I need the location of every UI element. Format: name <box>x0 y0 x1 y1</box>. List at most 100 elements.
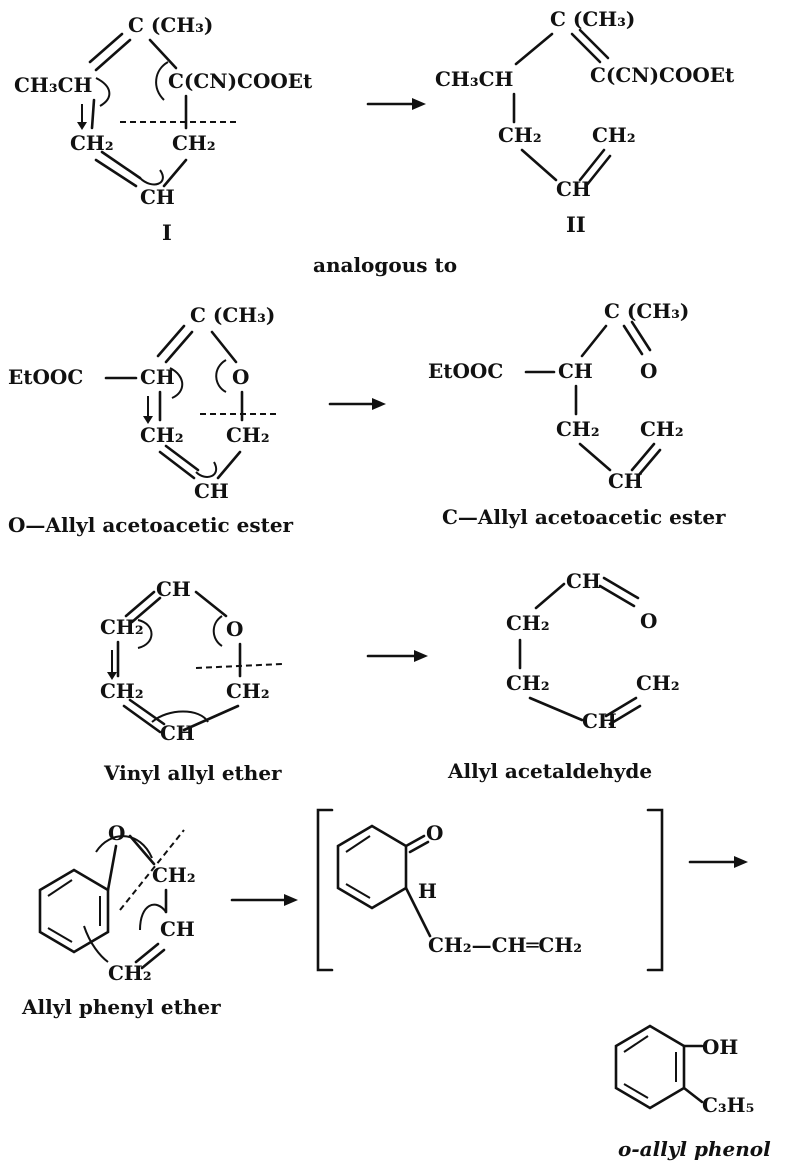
ch2-b: CH₂ <box>506 671 550 695</box>
c-allyl-acetoacetic-ester: C (CH₃) EtOOC CH O CH₂ CH₂ CH C—Allyl ac… <box>428 299 726 529</box>
compound-II: C (CH₃) CH₃CH C(CN)COOEt CH₂ CH₂ CH II <box>435 7 735 237</box>
curly-arrow-1 <box>137 619 153 649</box>
etooc-group: EtOOC <box>8 365 83 389</box>
bond-top-left <box>580 324 608 358</box>
double-bond-top-right <box>570 32 602 64</box>
ch-bottom: CH <box>556 177 591 201</box>
bond-top-left <box>534 582 566 610</box>
double-bond-bottom-left <box>122 704 162 734</box>
double-bond-bottom-right-2 <box>608 704 642 726</box>
ch3ch-group: CH₃CH <box>14 73 92 97</box>
bond-bottom-right <box>162 158 188 188</box>
oxygen-atom: O <box>232 365 249 389</box>
curly-arrow-4 <box>195 461 217 478</box>
ring-double-1 <box>47 879 73 897</box>
double-bond-bottom-right <box>604 696 638 718</box>
ch-center: CH <box>558 359 593 383</box>
hydroxyl-group: OH <box>702 1035 738 1059</box>
caption-c-allyl: C—Allyl acetoacetic ester <box>442 505 726 529</box>
allyl-chain: CH₂—CH═CH₂ <box>428 933 582 957</box>
ch-bottom: CH <box>194 479 229 503</box>
c-cn-cooet: C(CN)COOEt <box>590 63 735 87</box>
bond-o-ch2 <box>128 834 156 866</box>
allyl-phenyl-ether: O CH₂ CH CH₂ Allyl phenyl ether <box>21 821 221 1019</box>
bond-top-right <box>210 330 238 364</box>
caption-vinyl-allyl-ether: Vinyl allyl ether <box>103 761 282 785</box>
c-cn-cooet: C(CN)COOEt <box>168 69 313 93</box>
double-bond-top-right <box>598 584 636 608</box>
o-allyl-phenol: OH C₃H₅ o-allyl phenol <box>614 1024 771 1161</box>
ch-top: CH <box>566 569 601 593</box>
ch2-right: CH₂ <box>640 417 684 441</box>
double-bond-top-right-2 <box>630 320 652 352</box>
curly-arrow-1 <box>95 835 153 859</box>
reaction-arrowhead-2 <box>372 398 386 410</box>
label-II: II <box>566 212 586 237</box>
caption-o-allyl-phenol: o-allyl phenol <box>618 1137 771 1161</box>
ring-double-2 <box>345 883 371 899</box>
label-I: I <box>162 220 172 245</box>
ch2-right: CH₂ <box>172 131 216 155</box>
curly-arrow-3 <box>83 925 109 963</box>
ring-double-2 <box>47 927 73 943</box>
ch2-left: CH₂ <box>70 131 114 155</box>
double-bond-co <box>404 834 426 848</box>
curly-arrow-2 <box>139 903 167 931</box>
ch2-c: CH₂ <box>636 671 680 695</box>
double-bond-ch-ch2 <box>134 942 160 964</box>
bond-ring-chain <box>404 886 432 938</box>
ring-double-2 <box>623 1083 649 1099</box>
curly-arrow-4 <box>151 710 209 723</box>
ch-bottom: CH <box>160 721 195 745</box>
double-bond-bottom-right <box>630 442 656 472</box>
bond-bottom-left <box>578 442 612 472</box>
allyl-group: C₃H₅ <box>702 1093 754 1117</box>
double-bond-bottom-right-2 <box>584 154 612 188</box>
etooc-group: EtOOC <box>428 359 503 383</box>
reaction-arrowhead-4 <box>284 894 298 906</box>
double-bond-bottom-left-2 <box>128 698 166 726</box>
ring-double-1 <box>623 1035 649 1053</box>
bond-bottom-right <box>216 450 242 480</box>
right-bracket <box>646 808 664 972</box>
cleavage-dash <box>195 663 283 669</box>
ring-double-1 <box>345 835 371 853</box>
curly-arrow-2 <box>215 359 227 393</box>
oxygen-atom: O <box>640 609 657 633</box>
double-bond-top-left <box>94 38 132 72</box>
bond-left-vertical <box>90 98 96 130</box>
double-bond-top-left <box>164 330 194 364</box>
cyclohexadienone-ring <box>336 824 408 910</box>
ch2-top: CH₂ <box>152 863 196 887</box>
ch-bottom: CH <box>140 185 175 209</box>
double-bond-top-left <box>124 590 156 618</box>
ch-top: CH <box>156 577 191 601</box>
c-ch3-top: C (CH₃) <box>550 7 635 31</box>
double-bond-top-left-2 <box>88 32 124 64</box>
ch2-b: CH₂ <box>100 679 144 703</box>
caption-allyl-acetaldehyde: Allyl acetaldehyde <box>447 759 652 783</box>
vinyl-allyl-ether: CH CH₂ O CH₂ CH₂ CH Vinyl allyl ether <box>100 577 282 785</box>
c-ch3-top: C (CH₃) <box>604 299 689 323</box>
ch2-left: CH₂ <box>140 423 184 447</box>
bond-top-left <box>514 32 554 66</box>
double-bond-bottom-right <box>578 148 606 182</box>
benzene-ring <box>38 868 110 954</box>
bond-bottom-left <box>520 148 558 182</box>
double-bond-top-right-2 <box>602 576 640 600</box>
double-bond-bottom-left-2 <box>100 150 142 180</box>
oxygen-atom: O <box>640 359 657 383</box>
bond-top-right <box>194 590 228 618</box>
double-bond-bottom-right-2 <box>636 448 662 478</box>
ch-center: CH <box>140 365 175 389</box>
ch-atom: CH <box>160 917 195 941</box>
c-ch3-top: C (CH₃) <box>128 13 213 37</box>
curly-arrow-2 <box>212 615 223 647</box>
double-bond-bottom-left <box>158 450 196 480</box>
double-bond-top-right <box>622 324 644 356</box>
o-allyl-acetoacetic-ester: C (CH₃) EtOOC CH O CH₂ CH₂ CH O—Allyl ac… <box>8 303 294 537</box>
double-bond-ch-ch2-2 <box>140 948 166 970</box>
bond-top-right <box>148 38 178 70</box>
ch2-right: CH₂ <box>592 123 636 147</box>
